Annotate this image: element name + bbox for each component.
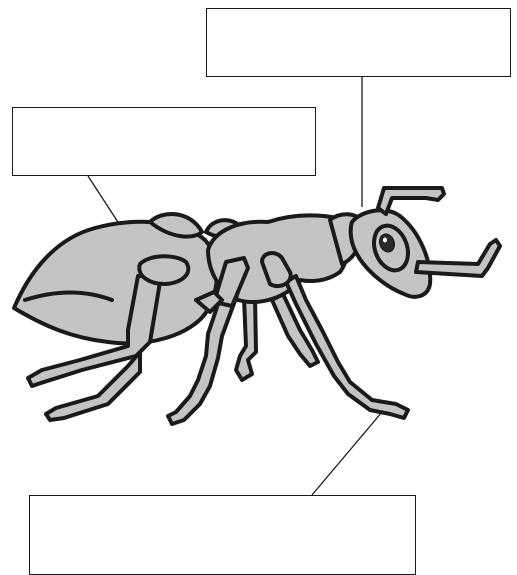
ant-antenna-upper xyxy=(376,186,446,216)
near-hind-leg-lower xyxy=(44,350,142,422)
ant-antenna-lower xyxy=(414,238,502,278)
far-middle-leg xyxy=(270,292,320,368)
abdomen-label-box[interactable] xyxy=(12,107,316,176)
abdomen-segment-line xyxy=(23,290,114,302)
far-hind-leg xyxy=(234,294,258,382)
near-hind-leg xyxy=(26,266,162,388)
ant-abdomen xyxy=(12,219,219,346)
leader-line-leg xyxy=(311,411,383,496)
ant-eye xyxy=(372,223,410,273)
ant-illustration xyxy=(12,186,502,426)
head-label-box[interactable] xyxy=(206,8,511,77)
thorax-joint-plate xyxy=(194,290,224,314)
front-leg-coxa xyxy=(260,251,293,289)
petiole-node-1 xyxy=(148,211,204,239)
leg-label-box[interactable] xyxy=(29,495,416,575)
ant-diagram xyxy=(12,77,502,496)
hind-leg-coxa xyxy=(137,254,191,286)
near-front-leg xyxy=(284,274,410,420)
